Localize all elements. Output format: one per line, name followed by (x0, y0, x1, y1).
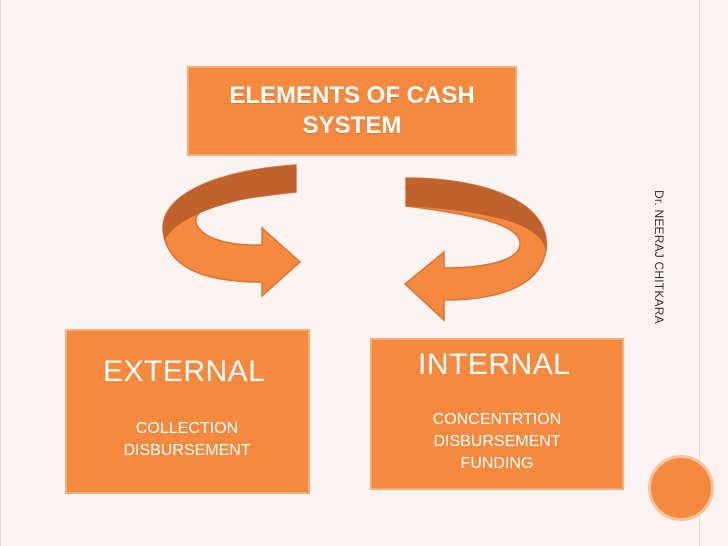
external-item: COLLECTION (135, 420, 239, 437)
slide-frame (0, 0, 700, 546)
external-heading: EXTERNAL (103, 355, 266, 388)
title-line-1: ELEMENTS OF CASH (229, 82, 475, 109)
internal-items: CONCENTRTION DISBURSEMENT FUNDING (372, 409, 622, 475)
internal-item: CONCENTRTION (432, 411, 562, 428)
internal-box: INTERNAL CONCENTRTION DISBURSEMENT FUNDI… (370, 338, 624, 490)
internal-heading: INTERNAL (418, 348, 571, 381)
right-curved-arrow-icon (403, 177, 547, 322)
external-item: DISBURSEMENT (123, 442, 251, 459)
side-credit: Dr. NEERAJ CHITKARA (652, 190, 666, 324)
internal-item: FUNDING (460, 455, 534, 472)
corner-circle-decoration (648, 455, 714, 521)
title-line-2: SYSTEM (302, 112, 402, 139)
external-items: COLLECTION DISBURSEMENT (67, 418, 307, 462)
external-box: EXTERNAL COLLECTION DISBURSEMENT (65, 329, 310, 494)
internal-item: DISBURSEMENT (433, 433, 561, 450)
left-curved-arrow-icon (162, 164, 302, 298)
title-box: ELEMENTS OF CASH SYSTEM (187, 66, 517, 156)
